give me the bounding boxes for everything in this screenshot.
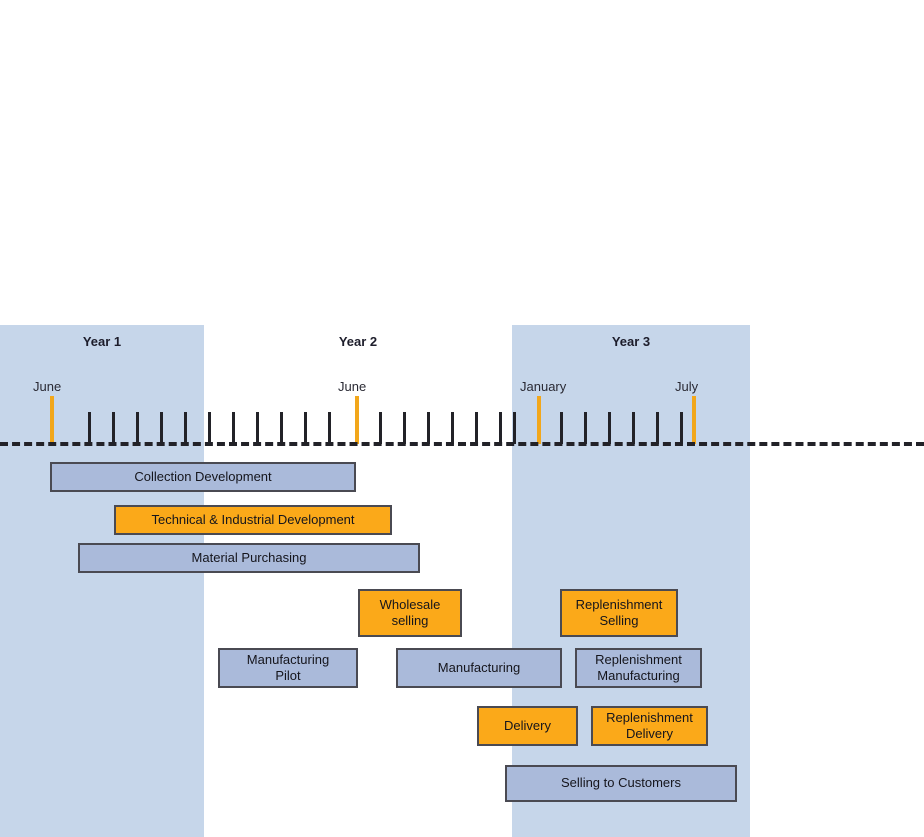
milestone-label-june-0: June [33,379,62,394]
task-bar-delivery[interactable]: Delivery [477,706,578,746]
month-tick-12 [403,412,406,444]
milestone-tick-june-0 [50,396,54,444]
month-tick-9 [304,412,307,444]
task-bar-material-purchasing[interactable]: Material Purchasing [78,543,420,573]
month-tick-4 [184,412,187,444]
month-tick-3 [160,412,163,444]
milestone-tick-july-3 [692,396,696,444]
month-tick-14 [451,412,454,444]
month-tick-15 [475,412,478,444]
milestone-tick-january-2 [537,396,541,444]
month-tick-8 [280,412,283,444]
month-tick-23 [680,412,683,444]
task-bar-label: Material Purchasing [191,549,307,565]
task-bar-manufacturing[interactable]: Manufacturing [396,648,562,688]
task-bar-technical-industrial-development[interactable]: Technical & Industrial Development [114,505,392,535]
month-tick-22 [656,412,659,444]
task-bar-selling-to-customers[interactable]: Selling to Customers [505,765,737,802]
month-tick-18 [560,412,563,444]
milestone-label-june-1: June [338,379,367,394]
month-tick-21 [632,412,635,444]
milestone-tick-june-1 [355,396,359,444]
year-label-2: Year 2 [338,334,378,349]
month-tick-20 [608,412,611,444]
task-bar-label: Selling to Customers [561,775,681,791]
year-label-3: Year 3 [611,334,651,349]
milestone-label-january-2: January [520,379,567,394]
month-tick-10 [328,412,331,444]
month-tick-19 [584,412,587,444]
month-tick-5 [208,412,211,444]
task-bar-label: Collection Development [134,468,272,484]
month-tick-6 [232,412,235,444]
milestone-label-july-3: July [675,379,699,394]
month-tick-13 [427,412,430,444]
year-band-1 [0,325,204,837]
year-band-3 [512,325,750,837]
task-bar-label: Delivery [504,717,551,733]
timeline-axis [0,442,924,446]
month-tick-16 [499,412,502,444]
month-tick-7 [256,412,259,444]
month-tick-0 [88,412,91,444]
month-tick-11 [379,412,382,444]
month-tick-2 [136,412,139,444]
year-label-1: Year 1 [82,334,122,349]
task-bar-label: Technical & Industrial Development [151,511,355,527]
month-tick-17 [513,412,516,444]
task-bar-collection-development[interactable]: Collection Development [50,462,356,492]
task-bar-label: Manufacturing [437,659,521,675]
month-tick-1 [112,412,115,444]
